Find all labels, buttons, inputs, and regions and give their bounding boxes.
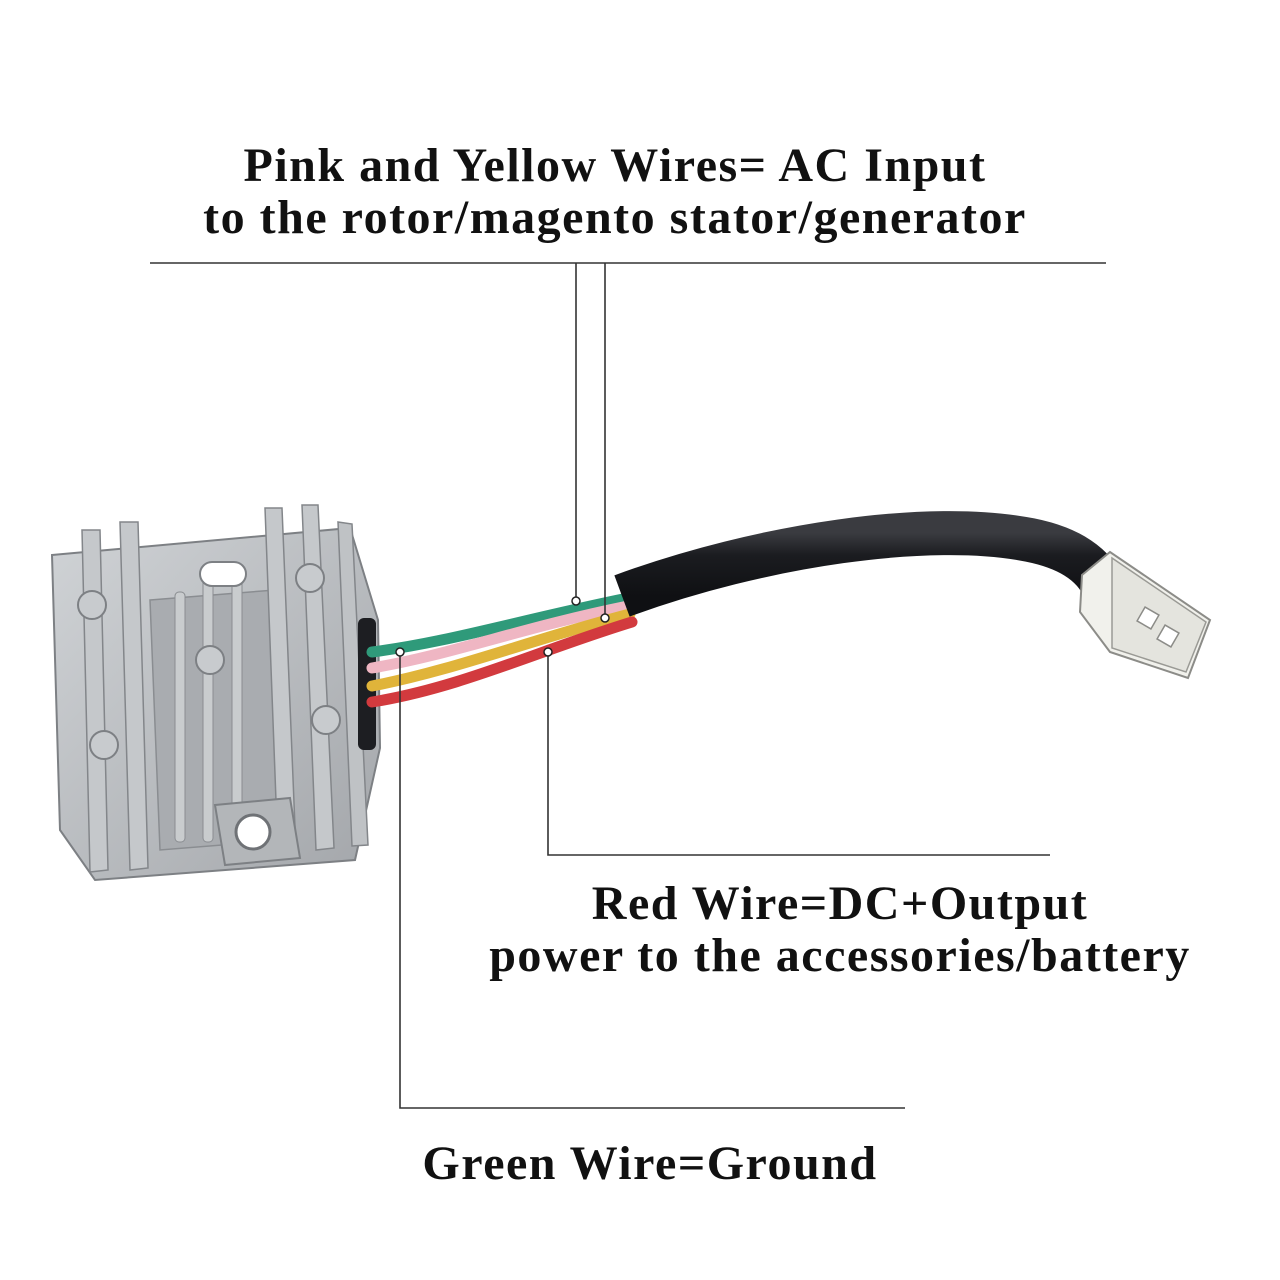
cable-sheath	[614, 511, 1126, 617]
yellow-wire-dot	[600, 613, 610, 623]
rivet	[89, 730, 119, 760]
red-leader	[547, 652, 1050, 856]
wire-red	[366, 616, 638, 708]
mounting-hole	[234, 813, 272, 851]
dc-output-caption-line1: Red Wire=DC+Output	[591, 877, 1089, 930]
leader-lines	[150, 262, 1106, 1109]
green-wire-dot	[395, 647, 405, 657]
wire-bundle	[366, 592, 638, 708]
heatsink-rib	[174, 591, 186, 843]
dc-output-caption-line2: power to the accessories/battery	[489, 929, 1191, 982]
ac-input-caption-line1: Pink and Yellow Wires= AC Input	[243, 139, 987, 192]
rivet	[311, 705, 341, 735]
pink-wire-dot	[571, 596, 581, 606]
wire-connector	[1078, 550, 1212, 680]
green-leader	[399, 652, 905, 1109]
rivet	[77, 590, 107, 620]
ac-input-caption-line2: to the rotor/magento stator/generator	[203, 191, 1027, 244]
heatsink-fin	[337, 521, 369, 847]
wire-yellow	[366, 608, 636, 692]
callout-dots	[395, 596, 610, 657]
heatsink-rib	[202, 579, 214, 843]
heatsink-fin	[119, 521, 149, 871]
regulator-heatsink	[50, 504, 382, 882]
mounting-slot	[199, 561, 247, 587]
rivet	[295, 563, 325, 593]
wire-pink	[366, 600, 634, 674]
ground-caption: Green Wire=Ground	[422, 1137, 878, 1190]
red-wire-dot	[543, 647, 553, 657]
rivet	[195, 645, 225, 675]
